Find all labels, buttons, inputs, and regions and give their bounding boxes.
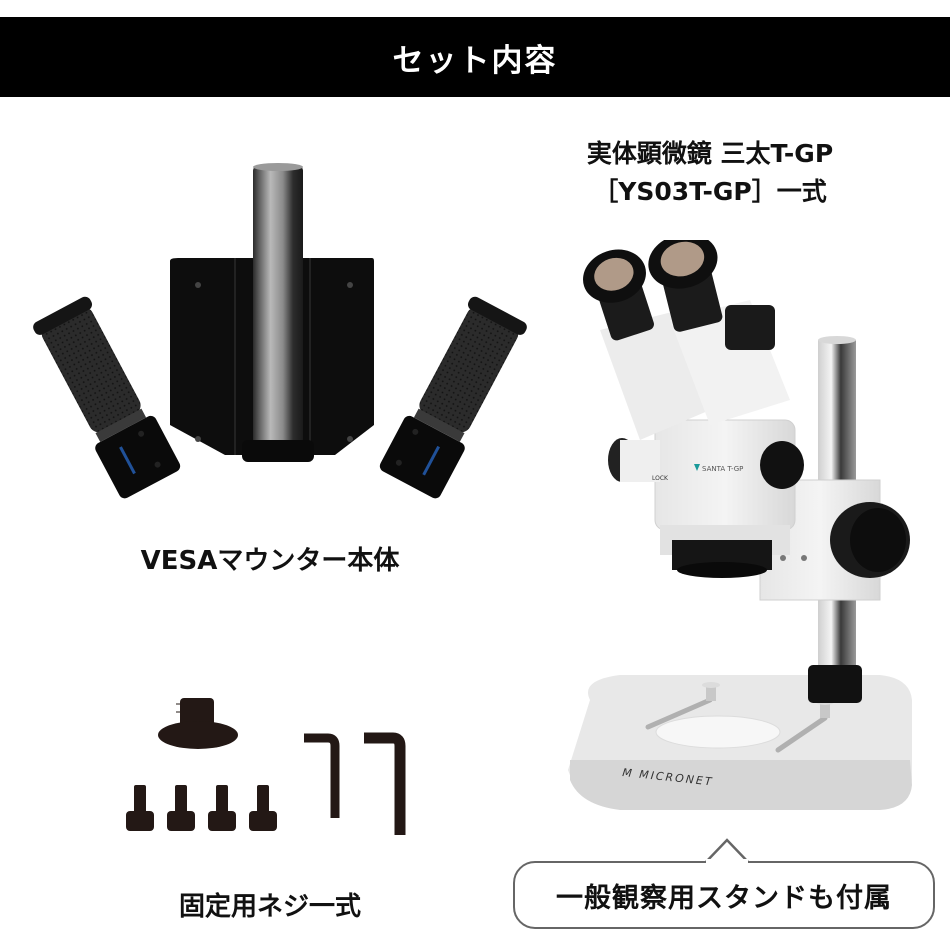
bubble-tail-mask (706, 859, 748, 865)
vesa-mount-caption: VESAマウンター本体 (140, 546, 400, 576)
head-label-text: SANTA T-GP (702, 465, 743, 473)
microscope-model-line: ［YS03T-GP］一式 (593, 177, 827, 206)
screws-image (110, 690, 430, 840)
header-bar: セット内容 (0, 17, 950, 97)
svg-text:LOCK: LOCK (652, 475, 669, 482)
stand-note-text: 一般観察用スタンドも付属 (556, 882, 892, 914)
bubble-tail-icon (704, 838, 750, 864)
microscope-title-line1: 実体顕微鏡 三太T-GP (586, 139, 834, 168)
stand-note-bubble: 一般観察用スタンドも付属 (513, 861, 935, 929)
vesa-mount-image (20, 155, 540, 520)
microscope-image: SANTA T-GP LOCK M MICRONET (560, 240, 950, 820)
microscope-title: 実体顕微鏡 三太T-GP ［YS03T-GP］一式 (540, 135, 880, 211)
header-title: セット内容 (392, 42, 558, 79)
screws-caption: 固定用ネジ一式 (178, 892, 361, 922)
